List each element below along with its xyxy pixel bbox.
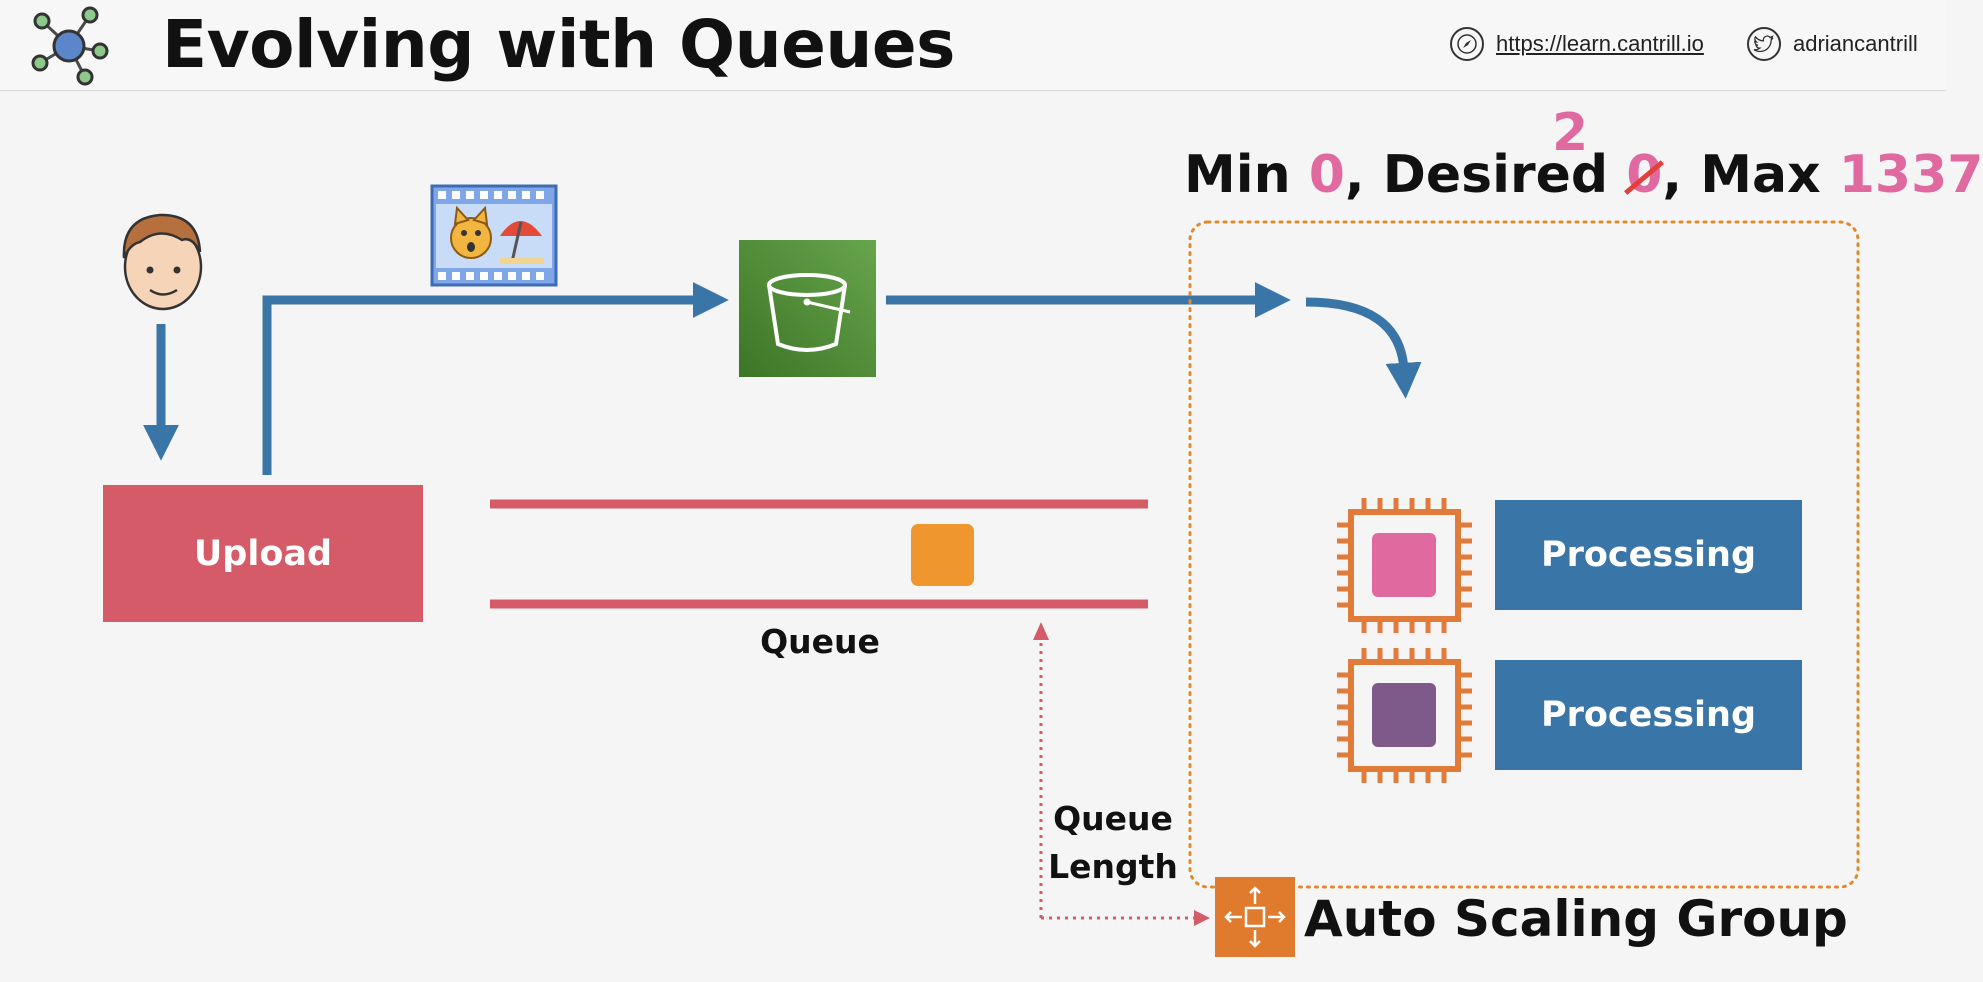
asg-boundary — [1188, 220, 1860, 889]
processing-tier-2: Processing — [1495, 660, 1802, 770]
upload-tier: Upload — [103, 485, 423, 622]
processing-label-1: Processing — [1540, 535, 1757, 575]
queue-length-label-line1: Queue — [1053, 799, 1173, 838]
auto-scaling-icon — [1215, 877, 1295, 957]
media-file-icon — [430, 184, 558, 287]
network-logo-icon — [31, 6, 109, 86]
desired-prefix: , Desired — [1344, 145, 1627, 205]
website-link[interactable]: https://learn.cantrill.io — [1450, 24, 1704, 64]
processing-label-2: Processing — [1540, 695, 1757, 735]
upload-to-s3-arrow — [262, 282, 729, 475]
asg-capacity-text: Min 0, Desired 0, Max 1337 2 — [1184, 103, 1983, 210]
twitter-bird-icon — [1747, 27, 1781, 61]
desired-new-value: 2 — [1552, 103, 1589, 163]
queue-length-label-line2: Length — [1048, 847, 1178, 886]
upload-label: Upload — [193, 533, 333, 574]
into-instances-arrow — [1305, 297, 1422, 399]
queue-length-connector — [1033, 622, 1210, 926]
twitter-link[interactable]: adriancantrill — [1747, 24, 1918, 64]
user-avatar-icon — [122, 213, 203, 311]
compass-icon — [1450, 27, 1484, 61]
website-link-text[interactable]: https://learn.cantrill.io — [1496, 31, 1704, 56]
min-value: 0 — [1308, 145, 1345, 205]
max-value: 1337 — [1838, 145, 1983, 205]
min-prefix: Min — [1184, 145, 1309, 205]
queue-length-label: Queue Length — [1043, 795, 1183, 891]
asg-label: Auto Scaling Group — [1304, 890, 1848, 948]
header-bar: Evolving with Queues https://learn.cantr… — [0, 0, 1946, 91]
desired-old-value: 0 — [1626, 140, 1662, 210]
queue-label: Queue — [760, 622, 880, 661]
processing-tier-1: Processing — [1495, 500, 1802, 610]
ec2-instance-icon — [1337, 648, 1472, 783]
max-prefix: , Max — [1662, 145, 1839, 205]
queue-message — [911, 524, 974, 586]
ec2-instance-icon — [1337, 498, 1472, 633]
page-title: Evolving with Queues — [162, 6, 955, 83]
twitter-handle[interactable]: adriancantrill — [1793, 31, 1918, 56]
s3-bucket-icon — [739, 240, 876, 377]
